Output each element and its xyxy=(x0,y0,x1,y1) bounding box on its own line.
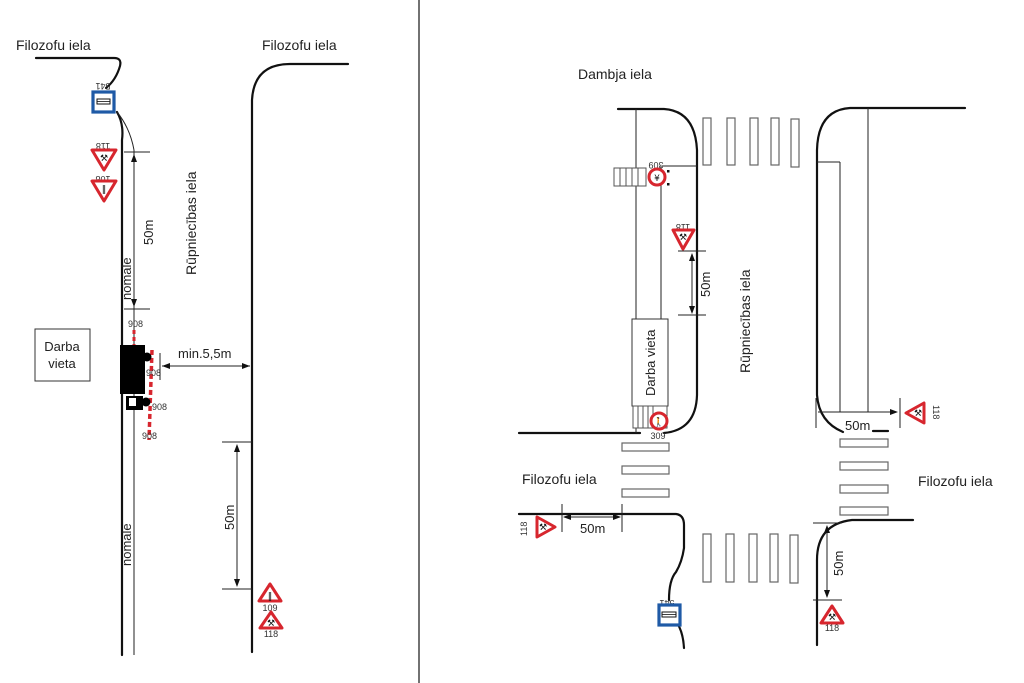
road-works-sign-118-bottom-icon: ⚒ 118 xyxy=(258,610,284,639)
bus-stop-sign-541-right-icon: 541 xyxy=(657,598,682,627)
zebra-crossing-south xyxy=(702,533,799,584)
svg-text:🚶: 🚶 xyxy=(653,416,664,428)
bus-stop-sign-541-icon: 541 xyxy=(91,81,116,114)
road-works-sign-118-inverted-icon: 118 ⚒ xyxy=(671,222,696,251)
sign-code: 118 xyxy=(676,222,690,232)
svg-text:‖: ‖ xyxy=(102,185,107,195)
sign-code: 541 xyxy=(659,598,674,608)
barrier-code-4: 908 xyxy=(142,431,157,441)
dim-label-upper: 50m xyxy=(141,220,156,245)
shoulder-label-lower: nomale xyxy=(119,523,134,566)
work-zone-label-line2: vieta xyxy=(48,356,76,371)
sign-code: 309 xyxy=(648,160,663,170)
shoulder-label-upper: nomale xyxy=(119,257,134,300)
road-edge-upper-left-block xyxy=(616,107,699,435)
sign-code: 109 xyxy=(262,603,277,613)
svg-text:⚒: ⚒ xyxy=(914,409,922,419)
street-label-filozofu-top-left: Filozofu iela xyxy=(16,37,91,53)
street-label-filozofu-left: Filozofu iela xyxy=(522,471,597,487)
work-zone-label-right: Darba vieta xyxy=(643,329,658,396)
dim-label-clearance: min.5,5m xyxy=(178,346,231,361)
arrow-head xyxy=(613,514,621,520)
no-pedestrians-sign-309-icon: 🚶 309 xyxy=(649,411,669,441)
dim-label-main: 50m xyxy=(698,272,713,297)
sign-code: 118 xyxy=(519,522,529,536)
svg-text:¥: ¥ xyxy=(654,174,660,184)
barrier-code-3: 908 xyxy=(152,402,167,412)
svg-text:⚒: ⚒ xyxy=(828,613,836,623)
svg-text:⚒: ⚒ xyxy=(100,154,108,164)
sign-code: 108 xyxy=(95,174,110,184)
street-label-filozofu-top-right: Filozofu iela xyxy=(262,37,337,53)
road-works-sign-118-east-icon: ⚒ 118 xyxy=(904,401,941,425)
sign-code: 118 xyxy=(264,629,278,639)
road-edge-upper-right-block xyxy=(815,106,967,434)
work-zone-box-right xyxy=(631,318,669,407)
dim-label-lower: 50m xyxy=(222,505,237,530)
no-bicycles-sign-309-icon: 309 ¥ xyxy=(647,160,670,187)
work-zone-label-line1: Darba xyxy=(44,339,80,354)
svg-text:‖: ‖ xyxy=(268,592,273,602)
left-diagram: Filozofu iela Filozofu iela Rūpniecības … xyxy=(16,37,350,657)
sign-code: 118 xyxy=(931,405,941,419)
work-vehicle-icon xyxy=(120,345,152,410)
arrow-head xyxy=(131,154,137,162)
arrow-head xyxy=(234,579,240,587)
road-edge-right xyxy=(250,62,350,654)
svg-text:⚒: ⚒ xyxy=(679,233,687,243)
dim-label-right-upper: 50m xyxy=(845,418,870,433)
sign-code: 541 xyxy=(95,81,110,91)
svg-text:⚒: ⚒ xyxy=(267,619,275,629)
arrow-head xyxy=(242,363,250,369)
arrow-head xyxy=(563,514,571,520)
right-diagram: Dambja iela Rūpniecības iela Filozofu ie… xyxy=(517,66,993,650)
barrier-code-1: 908 xyxy=(128,319,143,329)
dim-label-left: 50m xyxy=(580,521,605,536)
arrow-head xyxy=(234,444,240,452)
sidewalk-barrier-north xyxy=(613,167,647,187)
zebra-crossing-north xyxy=(702,117,800,168)
road-narrows-sign-108-icon: 108 ‖ xyxy=(90,174,118,203)
street-label-rupniecibas: Rūpniecības iela xyxy=(183,171,199,275)
zebra-crossing-west xyxy=(621,442,670,498)
shoulder-curve xyxy=(116,111,135,151)
sign-code: 118 xyxy=(96,141,110,151)
arrow-head xyxy=(824,525,830,533)
barrier-side xyxy=(147,349,154,441)
road-edge-filozofu-left xyxy=(34,56,122,90)
zebra-crossing-east xyxy=(839,438,889,516)
work-zone-box xyxy=(34,328,91,382)
road-works-sign-118-west-icon: ⚒ 118 xyxy=(519,515,557,539)
street-label-rupniecibas-right: Rūpniecības iela xyxy=(737,269,753,373)
road-edge-lower-left-block xyxy=(517,512,686,602)
arrow-head xyxy=(689,306,695,314)
sign-code: 309 xyxy=(650,431,665,441)
arrow-head xyxy=(824,590,830,598)
street-label-filozofu-right: Filozofu iela xyxy=(918,473,993,489)
road-narrows-sign-109-icon: ‖ 109 xyxy=(257,582,283,613)
street-label-dambja: Dambja iela xyxy=(578,66,652,82)
arrow-head xyxy=(890,409,898,415)
arrow-head xyxy=(689,253,695,261)
svg-text:⚒: ⚒ xyxy=(539,523,547,533)
arrow-head xyxy=(131,299,137,307)
dim-label-right-lower: 50m xyxy=(831,551,846,576)
road-edge-left xyxy=(115,110,124,657)
arrow-head xyxy=(162,363,170,369)
road-works-sign-118-icon: 118 ⚒ xyxy=(90,141,118,172)
barrier-code-2: 908 xyxy=(146,368,161,378)
road-works-sign-118-south-icon: ⚒ 118 xyxy=(819,604,845,633)
sign-code: 118 xyxy=(825,623,839,633)
